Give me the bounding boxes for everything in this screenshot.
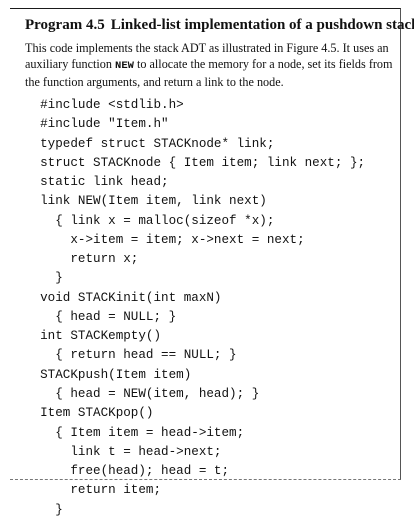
code-block: #include <stdlib.h> #include "Item.h" ty… [25,96,365,520]
description-text-before: This code implements the stack ADT as il… [25,41,389,71]
code-line: } [25,502,63,517]
code-line: { head = NULL; } [25,309,177,324]
code-line: { Item item = head->item; [25,425,245,440]
code-line: int STACKempty() [25,329,162,344]
description-code-new: NEW [115,60,134,72]
code-line: void STACKinit(int maxN) [25,290,222,305]
code-line: #include <stdlib.h> [25,98,184,112]
program-title: Linked-list implementation of a pushdown… [110,17,414,33]
code-line: { link x = malloc(sizeof *x); [25,213,275,228]
code-line: link NEW(Item item, link next) [25,194,267,209]
code-line: x->item = item; x->next = next; [25,232,305,247]
code-line: link t = head->next; [25,444,222,459]
program-description: This code implements the stack ADT as il… [25,40,393,90]
code-line: return x; [25,252,139,267]
code-line: typedef struct STACKnode* link; [25,136,275,151]
code-line: struct STACKnode { Item item; link next;… [25,155,366,170]
description-text-after: to allocate the memory for a node, set i… [25,57,393,89]
code-line: { head = NEW(item, head); } [25,386,260,401]
code-line: free(head); head = t; [25,464,230,479]
program-box [10,8,401,480]
code-line: #include "Item.h" [25,117,169,132]
code-line: Item STACKpop() [25,406,154,421]
code-line: } [25,271,63,286]
code-line: STACKpush(Item item) [25,367,192,382]
program-caption: Program 4.5 Linked-list implementation of… [25,16,414,35]
program-label: Program 4.5 [25,17,105,33]
code-line: return item; [25,483,162,498]
code-line: static link head; [25,175,169,190]
code-line: { return head == NULL; } [25,348,237,363]
